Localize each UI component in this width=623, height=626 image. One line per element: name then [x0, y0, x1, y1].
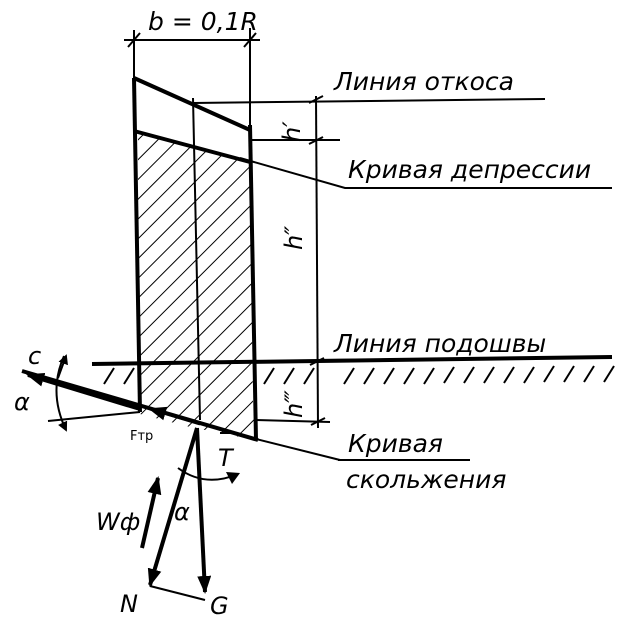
- h-tick-1: [308, 95, 324, 104]
- depression-leader: [239, 157, 612, 189]
- filtration-label: Wф: [96, 508, 140, 536]
- h-double-prime-label: h″: [280, 226, 308, 250]
- slope-line-label: Линия откоса: [333, 67, 514, 96]
- friction-label: Fтр: [130, 429, 153, 444]
- tangential-arrowhead: [226, 472, 240, 484]
- friction-force-arrow: [148, 406, 201, 426]
- alpha-force-label: α: [174, 498, 190, 526]
- alpha-left-label: α: [14, 388, 30, 416]
- h-prime-label: h′: [278, 121, 306, 142]
- width-tick-left: [127, 32, 141, 48]
- gravity-arrow: [195, 427, 212, 594]
- force-closing-line: [149, 585, 206, 601]
- h-tick-2: [308, 136, 324, 145]
- alpha-reference-line: [47, 411, 141, 422]
- h-tick-4: [310, 417, 326, 426]
- element-right-edge: [248, 124, 258, 441]
- base-line-label: Линия подошвы: [333, 329, 546, 358]
- cohesion-label: c: [28, 342, 41, 370]
- depression-curve-top: [133, 129, 251, 164]
- h-triple-prime-label: h‴: [280, 390, 308, 418]
- saturated-zone-hatch: [138, 133, 253, 402]
- width-dimension-label: b = 0,1R: [148, 7, 258, 36]
- normal-force-label: N: [120, 590, 138, 618]
- tangential-label: T: [218, 444, 235, 472]
- element-center-axis: [192, 97, 201, 421]
- filtration-arrow: [140, 476, 162, 549]
- depression-curve-label: Кривая депрессии: [348, 155, 591, 184]
- width-tick-right: [243, 32, 257, 48]
- slip-curve-label-2: скольжения: [346, 465, 506, 494]
- element-left-edge: [132, 77, 142, 413]
- alpha-arrow-up: [57, 354, 68, 379]
- slip-curve: [21, 369, 259, 442]
- base-leader: [317, 357, 556, 361]
- h-dim-line: [315, 95, 319, 429]
- slope-line-top: [133, 76, 251, 132]
- slip-curve-label-1: Кривая: [348, 429, 443, 458]
- ground-hatching: [103, 365, 615, 385]
- gravity-force-label: G: [210, 592, 229, 620]
- cohesion-arrow: [26, 372, 141, 411]
- normal-arrow: [147, 427, 199, 587]
- slope-leader: [192, 98, 546, 104]
- slip-curve-leader: [251, 437, 341, 461]
